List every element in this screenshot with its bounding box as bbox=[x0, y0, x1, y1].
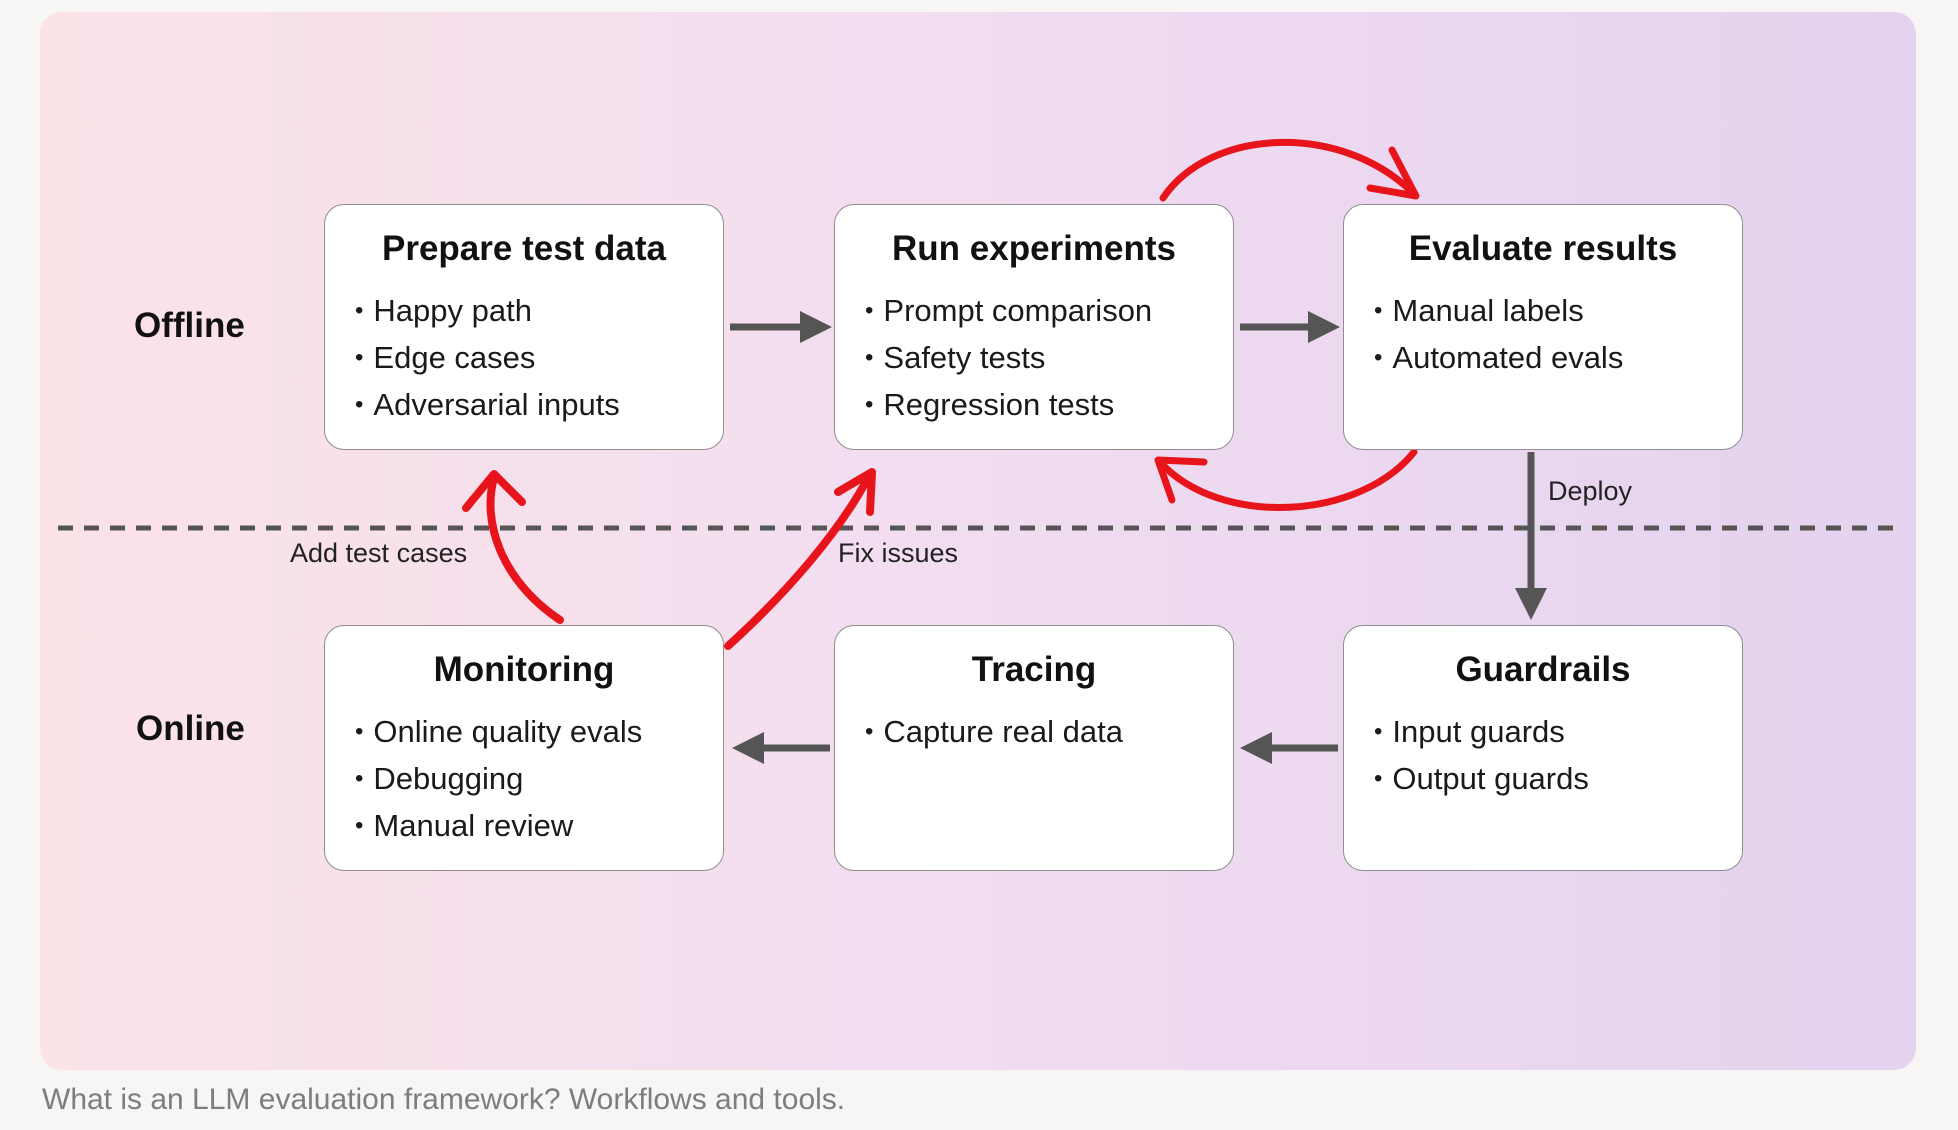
arrow-add-test-cases bbox=[462, 470, 564, 624]
card-title: Prepare test data bbox=[381, 229, 667, 268]
arrow-tracing-to-monitoring bbox=[732, 732, 830, 764]
label-deploy: Deploy bbox=[1548, 476, 1633, 506]
list-item: Input guards bbox=[1374, 710, 1742, 757]
arrow-run-to-evaluate bbox=[1240, 311, 1340, 343]
row-label-offline: Offline bbox=[134, 306, 245, 345]
list-item: Debugging bbox=[355, 757, 723, 804]
card-monitoring: Monitoring Online quality evals Debuggin… bbox=[324, 625, 724, 871]
list-item: Happy path bbox=[355, 289, 723, 336]
card-title: Guardrails bbox=[1455, 650, 1631, 689]
card-items: Prompt comparison Safety tests Regressio… bbox=[865, 289, 1233, 430]
list-item: Manual labels bbox=[1374, 289, 1742, 336]
card-evaluate-results: Evaluate results Manual labels Automated… bbox=[1343, 204, 1743, 450]
list-item: Adversarial inputs bbox=[355, 383, 723, 430]
list-item: Edge cases bbox=[355, 336, 723, 383]
figure-caption: What is an LLM evaluation framework? Wor… bbox=[42, 1083, 846, 1116]
card-items: Manual labels Automated evals bbox=[1374, 289, 1742, 383]
list-item: Prompt comparison bbox=[865, 289, 1233, 336]
list-item: Online quality evals bbox=[355, 710, 723, 757]
arrow-guardrails-to-tracing bbox=[1240, 732, 1338, 764]
card-title: Run experiments bbox=[892, 229, 1176, 268]
card-items: Online quality evals Debugging Manual re… bbox=[355, 710, 723, 851]
label-fix-issues: Fix issues bbox=[838, 538, 959, 568]
card-tracing: Tracing Capture real data bbox=[834, 625, 1234, 871]
list-item: Regression tests bbox=[865, 383, 1233, 430]
list-item: Capture real data bbox=[865, 710, 1233, 757]
loop-arrow-run-to-evaluate bbox=[1159, 139, 1420, 202]
card-prepare-test-data: Prepare test data Happy path Edge cases … bbox=[324, 204, 724, 450]
row-label-online: Online bbox=[136, 709, 245, 748]
arrow-fix-issues bbox=[724, 468, 876, 650]
loop-arrow-evaluate-to-run bbox=[1154, 448, 1418, 511]
card-title: Tracing bbox=[971, 650, 1097, 689]
diagram-panel bbox=[40, 12, 1916, 1070]
card-items: Input guards Output guards bbox=[1374, 710, 1742, 804]
card-title: Monitoring bbox=[433, 650, 615, 689]
arrow-prepare-to-run bbox=[730, 311, 832, 343]
list-item: Manual review bbox=[355, 804, 723, 851]
card-guardrails: Guardrails Input guards Output guards bbox=[1343, 625, 1743, 871]
card-items: Capture real data bbox=[865, 710, 1233, 757]
list-item: Automated evals bbox=[1374, 336, 1742, 383]
arrow-deploy-down bbox=[1515, 452, 1547, 620]
label-add-test-cases: Add test cases bbox=[290, 538, 468, 568]
card-title: Evaluate results bbox=[1408, 229, 1678, 268]
list-item: Safety tests bbox=[865, 336, 1233, 383]
card-run-experiments: Run experiments Prompt comparison Safety… bbox=[834, 204, 1234, 450]
card-items: Happy path Edge cases Adversarial inputs bbox=[355, 289, 723, 430]
list-item: Output guards bbox=[1374, 757, 1742, 804]
